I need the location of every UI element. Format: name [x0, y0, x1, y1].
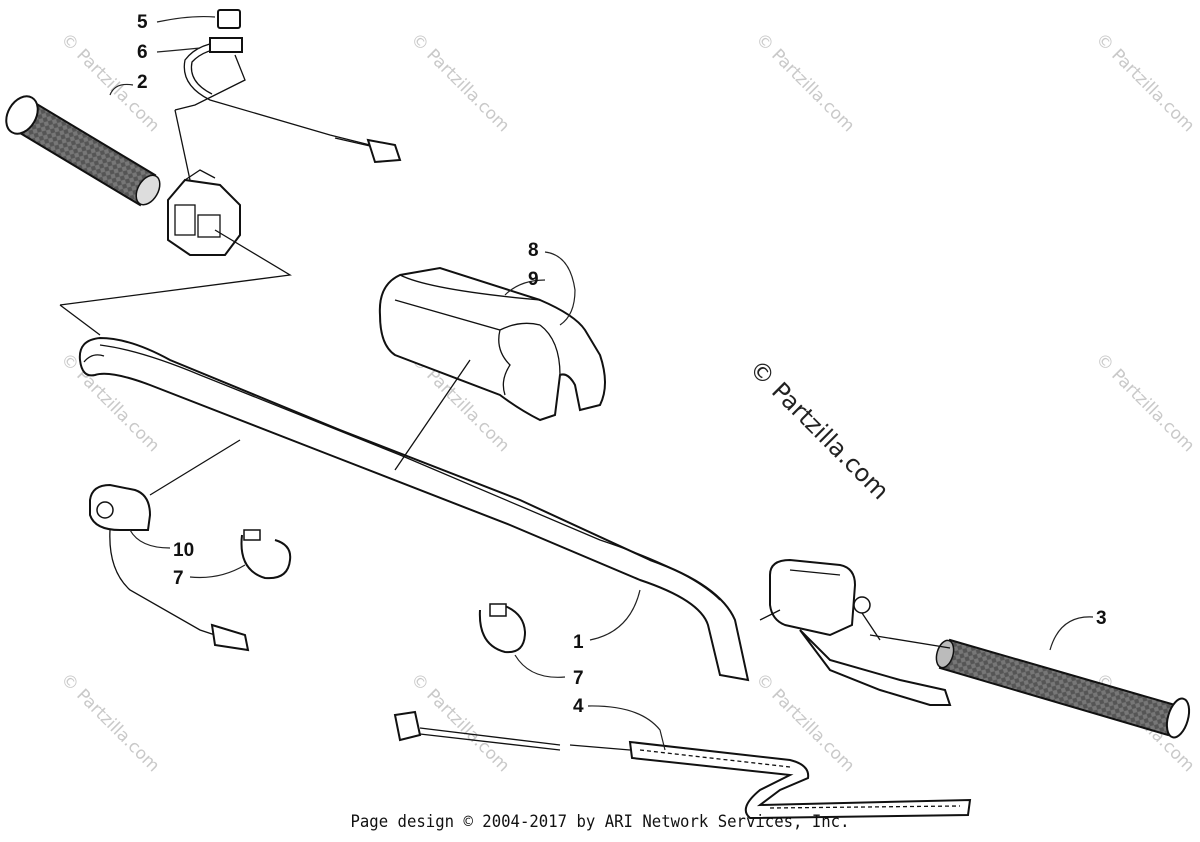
watermark-text: © Partzilla.com: [1091, 29, 1198, 136]
heating-element-part-4: [393, 710, 972, 820]
thumb-switch-part-10: [89, 483, 250, 652]
assembly-lines: [59, 54, 951, 649]
callout-2: 2: [137, 72, 148, 93]
handlebar-pad-part-8-9: [378, 266, 606, 422]
callout-leaders: [109, 15, 1094, 751]
brake-master-cylinder: [769, 558, 952, 706]
callout-9: 9: [528, 269, 539, 290]
clamp-part-7: [478, 603, 527, 654]
callout-6: 6: [137, 42, 148, 63]
clamp-part-7: [240, 529, 292, 580]
switch-housing: [167, 169, 241, 256]
callout-7-upper: 7: [173, 568, 184, 589]
callout-5: 5: [137, 12, 148, 33]
watermark-text: © Partzilla.com: [406, 29, 513, 136]
right-grip-part-3: [935, 638, 1191, 739]
watermark-text: © Partzilla.com: [751, 29, 858, 136]
callout-10: 10: [173, 540, 194, 561]
switch-wire-part-6: [183, 9, 402, 164]
callout-8: 8: [528, 240, 539, 261]
page-footer: Page design © 2004-2017 by ARI Network S…: [350, 812, 850, 832]
left-grip-part-2: [5, 95, 161, 207]
callout-1: 1: [573, 632, 584, 653]
watermark-main: © Partzilla.com: [744, 354, 895, 505]
watermark-text: © Partzilla.com: [406, 669, 513, 776]
watermark-text: © Partzilla.com: [56, 669, 163, 776]
callout-3: 3: [1096, 608, 1107, 629]
callout-labels: 5 6 2 8 9 10 7 1 7 4 3: [137, 12, 1107, 717]
callout-7-lower: 7: [573, 668, 584, 689]
callout-4: 4: [573, 696, 584, 717]
handlebar-part-1: [78, 336, 750, 682]
watermark-text: © Partzilla.com: [1091, 349, 1198, 456]
